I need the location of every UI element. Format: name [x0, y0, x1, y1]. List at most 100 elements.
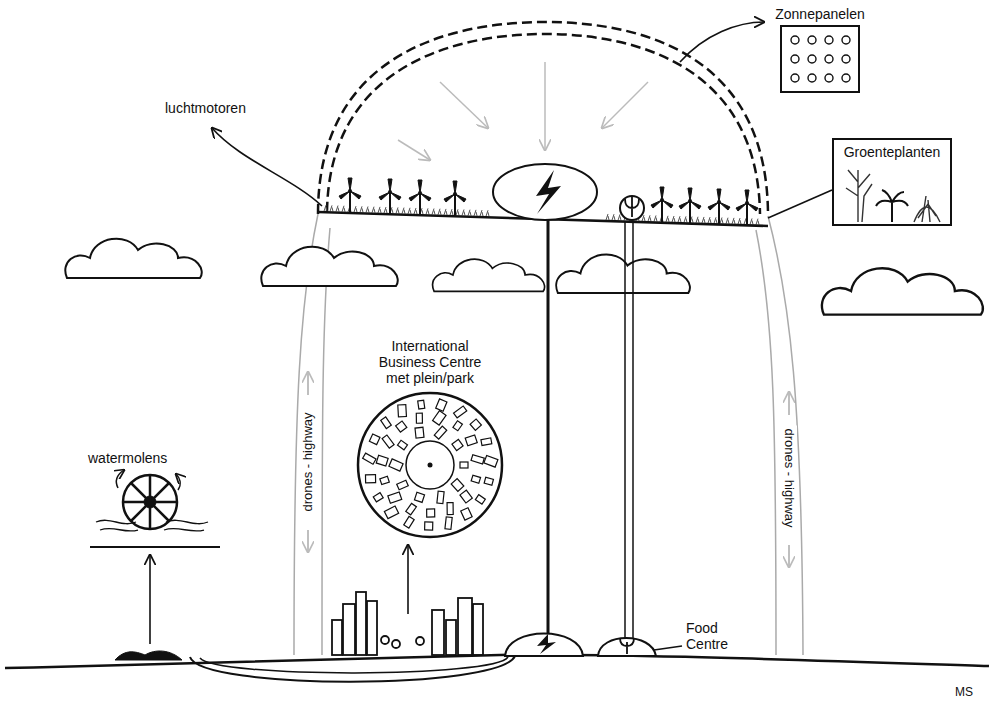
grass-part [654, 215, 657, 221]
clouds [65, 239, 983, 315]
building-block [427, 509, 435, 517]
plant-stem [846, 170, 872, 222]
callout-arrows-part [212, 128, 322, 206]
grass-part [468, 210, 471, 216]
city-skyline-part [446, 620, 456, 655]
grass-part [480, 210, 483, 216]
building-block [388, 492, 402, 503]
grass-part [678, 216, 681, 222]
grass-part [702, 217, 705, 223]
building-block [461, 508, 472, 520]
city-skyline [332, 592, 483, 655]
solar-cell [791, 36, 799, 44]
panel-frame [781, 26, 859, 92]
building-block [384, 506, 398, 519]
building-block [380, 476, 390, 484]
building-block [436, 399, 447, 411]
building-block [418, 400, 425, 409]
ground-part [115, 651, 182, 660]
grass-part [384, 207, 387, 213]
building-block [425, 522, 433, 530]
building-block [447, 503, 453, 515]
signature: MS [955, 684, 973, 700]
grass-part [402, 208, 405, 214]
sky-platform-part [651, 187, 673, 222]
grass-part [330, 205, 333, 211]
node-heading: Groenteplanten [838, 144, 946, 160]
ground-part [620, 638, 634, 654]
building-block [465, 435, 477, 446]
building-block [369, 434, 380, 445]
building-block [416, 413, 422, 423]
business-centre-circle: International Business Centre met plein/… [352, 338, 508, 540]
grass-part [444, 209, 447, 215]
building-block [454, 406, 467, 418]
callout-label: luchtmotoren [165, 100, 246, 116]
grass-part [450, 209, 453, 215]
grass-part [486, 210, 489, 216]
building-block [434, 426, 446, 439]
building-block [484, 455, 498, 467]
grass-part [720, 218, 723, 224]
grass-part [342, 206, 345, 212]
water-mill-part [96, 520, 208, 523]
city-skyline-part [432, 610, 444, 655]
building-block [437, 491, 444, 504]
city-skyline-part [392, 640, 400, 648]
building-block [460, 462, 468, 468]
building-block [470, 419, 481, 430]
callout-arrows-part [768, 190, 832, 218]
solar-cell [791, 74, 799, 82]
water-mill-part [116, 470, 124, 488]
sun-rays [398, 62, 648, 160]
sky-platform-part [339, 178, 361, 213]
bush-plant [914, 196, 940, 222]
building-block [397, 440, 407, 450]
water-mill-part [176, 474, 180, 490]
solar-cell [842, 55, 850, 63]
sky-platform-part [620, 196, 644, 220]
sky-platform-part [625, 197, 639, 217]
vegetable-plants [834, 162, 950, 224]
grass-part [612, 214, 615, 220]
building-block [373, 493, 383, 502]
callout-arrows-part [680, 22, 764, 62]
clouds-part [65, 239, 201, 278]
glass-dome-part [327, 34, 760, 214]
grass-part [666, 216, 669, 222]
callout-arrows [150, 22, 832, 650]
grass-part [366, 206, 369, 212]
drones-highway-band-part [307, 530, 309, 552]
building-block [398, 405, 407, 417]
building-block [381, 417, 392, 429]
grass-part [408, 208, 411, 214]
grass-part [672, 216, 675, 222]
sky-platform-part [679, 188, 701, 223]
ground-part [190, 656, 515, 682]
grass-part [432, 209, 435, 215]
water-mill-part [90, 546, 220, 548]
city-skyline-part [458, 598, 472, 655]
support-pillars-part [547, 220, 550, 634]
sky-platform-part [444, 181, 466, 216]
building-block [397, 480, 409, 490]
solar-panel-grid [772, 25, 868, 95]
city-skyline-part [416, 637, 424, 645]
solar-cell [825, 55, 833, 63]
sky-platform-part [379, 179, 401, 214]
grass-part [714, 217, 717, 223]
building-block [451, 479, 464, 492]
sun-rays-part [602, 82, 648, 128]
support-pillars-part [624, 222, 626, 640]
water-mill [90, 470, 220, 547]
plant-drawing [846, 170, 940, 222]
drones-highway-band-part [768, 216, 803, 655]
grass-part [378, 207, 381, 213]
solar-cell [808, 36, 816, 44]
glass-dome-part [318, 22, 768, 216]
city-skyline-part [381, 636, 389, 644]
grass-part [618, 214, 621, 220]
grass-part [642, 215, 645, 221]
building-block [475, 495, 485, 504]
grass-part [456, 209, 459, 215]
